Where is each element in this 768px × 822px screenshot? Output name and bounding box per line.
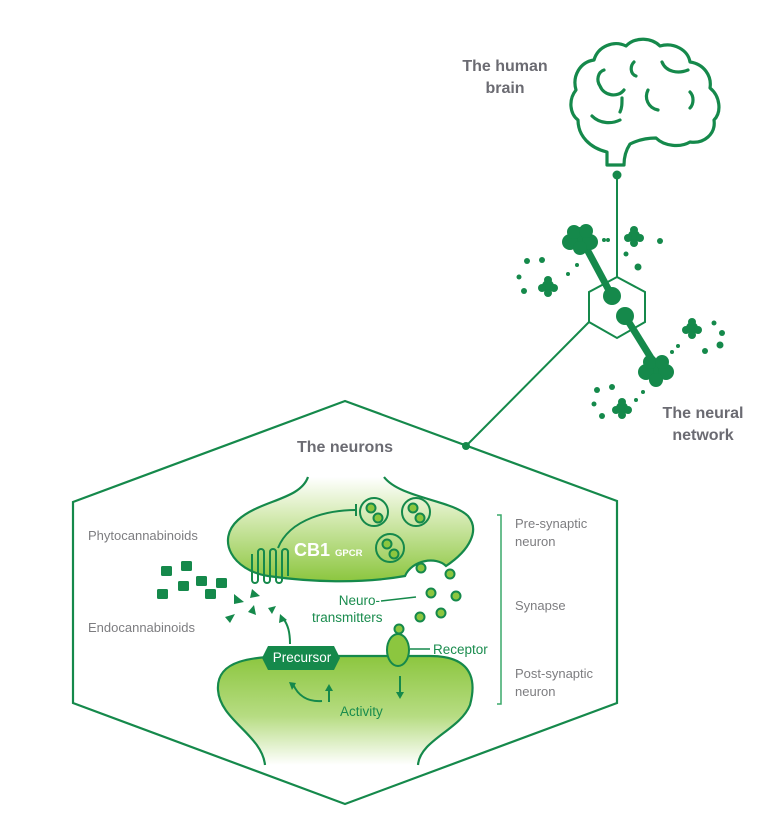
network-to-neurons-line <box>465 321 590 447</box>
network-hexagon <box>588 275 646 340</box>
neurons-hexagon <box>71 399 619 806</box>
endocannabinoid-molecules <box>225 589 276 623</box>
neurotransmitter-particles <box>393 562 462 635</box>
neural-network-icon <box>516 224 725 419</box>
endocannabinoids-label: Endocannabinoids <box>88 620 195 635</box>
receptor-icon <box>386 633 410 667</box>
precursor-badge <box>262 646 340 670</box>
phytocannabinoids-label: Phytocannabinoids <box>88 528 198 543</box>
activity-label: Activity <box>340 704 383 719</box>
cb1-text: CB1 <box>294 540 331 560</box>
brain-label-line2: brain <box>485 80 525 97</box>
arrowheads <box>279 614 404 699</box>
network-label-line2: network <box>672 427 734 444</box>
brain-label: The human brain <box>440 56 570 100</box>
neurons-label: The neurons <box>296 439 393 456</box>
cb1-signal-path <box>277 509 357 549</box>
synapse-label: Synapse <box>515 598 566 613</box>
post-synaptic-line1: Post-synaptic <box>515 666 594 681</box>
pre-synaptic-line2: neuron <box>515 534 556 549</box>
network-label: The neural network <box>648 403 758 447</box>
neurotransmitters-line2: transmitters <box>312 610 383 625</box>
neurotransmitters-line1: Neuro- <box>338 593 380 608</box>
precursor-label: Precursor <box>272 650 332 665</box>
post-synaptic-line2: neuron <box>515 684 556 699</box>
phytocannabinoid-molecules <box>157 561 227 599</box>
gpcr-text: GPCR <box>335 548 363 559</box>
post-synaptic-label: Post-synaptic neuron <box>515 665 593 701</box>
vesicles <box>359 497 431 563</box>
pre-synaptic-label: Pre-synaptic neuron <box>515 515 587 551</box>
brain-label-line1: The human <box>462 58 548 75</box>
pre-synaptic-line1: Pre-synaptic <box>515 516 588 531</box>
neurotransmitters-pointer <box>380 596 417 602</box>
cb1-receptor-icon <box>251 548 289 584</box>
receptor-label: Receptor <box>433 642 488 657</box>
neurotransmitters-label: Neuro- transmitters <box>312 592 383 626</box>
brain-icon <box>569 37 721 167</box>
network-label-line1: The neural <box>662 405 744 422</box>
cb1-label: CB1 GPCR <box>294 540 362 561</box>
